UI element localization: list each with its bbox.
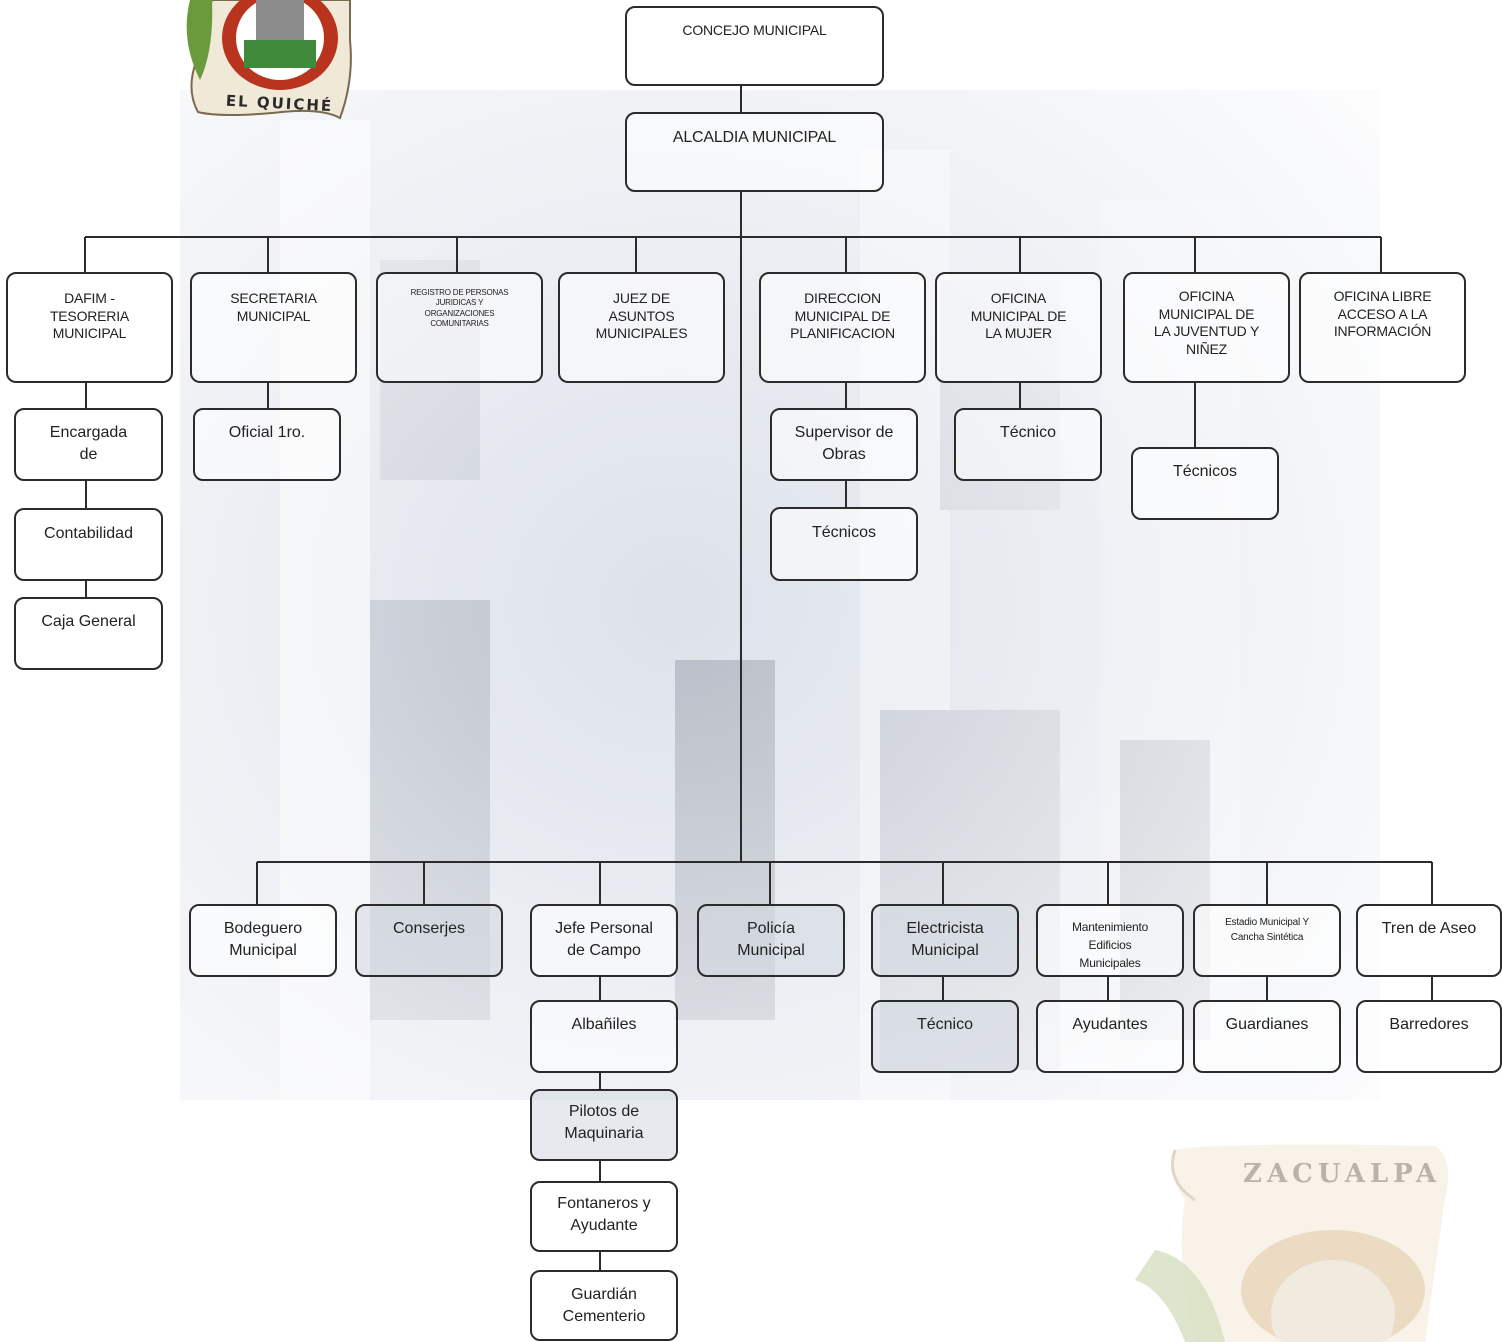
contabilidad-box: Contabilidad: [14, 508, 163, 581]
albaniles-label: Albañiles: [571, 1016, 637, 1033]
oficina-juventud-box: OFICINA MUNICIPAL DE LA JUVENTUD Y NIÑEZ: [1123, 272, 1290, 383]
registro-personas-label: REGISTRO DE PERSONAS JURIDICAS Y ORGANIZ…: [410, 288, 509, 329]
planificacion-tecnicos-label: Técnicos: [811, 524, 877, 541]
jefe-personal-campo-label: Jefe Personal de Campo: [555, 920, 653, 959]
tren-de-aseo-box: Tren de Aseo: [1356, 904, 1502, 977]
oficina-mujer-box: OFICINA MUNICIPAL DE LA MUJER: [935, 272, 1102, 383]
conserjes-box: Conserjes: [355, 904, 503, 977]
bodeguero-municipal-label: Bodeguero Municipal: [223, 920, 303, 959]
zacualpa-seal-logo: ZACUALPA: [1135, 1144, 1449, 1342]
encargada-label: Encargada de: [49, 424, 128, 463]
el-quiche-seal-logo: EL QUICHÉ: [186, 0, 352, 120]
dafim-tesoreria-box: DAFIM - TESORERIA MUNICIPAL: [6, 272, 173, 383]
electricista-municipal-box: Electricista Municipal: [871, 904, 1019, 977]
caja-general-label: Caja General: [41, 613, 136, 630]
direccion-planificacion-label: DIRECCION MUNICIPAL DE PLANIFICACION: [790, 290, 895, 341]
tren-de-aseo-label: Tren de Aseo: [1381, 920, 1477, 937]
ayudantes-label: Ayudantes: [1072, 1016, 1148, 1033]
secretaria-municipal-label: SECRETARIA MUNICIPAL: [230, 290, 317, 324]
direccion-planificacion-box: DIRECCION MUNICIPAL DE PLANIFICACION: [759, 272, 926, 383]
oficina-juventud-label: OFICINA MUNICIPAL DE LA JUVENTUD Y NIÑEZ: [1153, 288, 1260, 357]
conserjes-label: Conserjes: [392, 920, 466, 937]
pilotos-maquinaria-label: Pilotos de Maquinaria: [564, 1103, 644, 1142]
barredores-label: Barredores: [1389, 1016, 1469, 1033]
registro-personas-box: REGISTRO DE PERSONAS JURIDICAS Y ORGANIZ…: [376, 272, 543, 383]
fontaneros-label: Fontaneros y Ayudante: [557, 1195, 651, 1234]
mujer-tecnico-label: Técnico: [999, 424, 1057, 441]
oficina-acceso-informacion-box: OFICINA LIBRE ACCESO A LA INFORMACIÓN: [1299, 272, 1466, 383]
secretaria-municipal-box: SECRETARIA MUNICIPAL: [190, 272, 357, 383]
electricista-municipal-label: Electricista Municipal: [906, 920, 984, 959]
supervisor-obras-box: Supervisor de Obras: [770, 408, 918, 481]
juez-asuntos-box: JUEZ DE ASUNTOS MUNICIPALES: [558, 272, 725, 383]
supervisor-obras-label: Supervisor de Obras: [794, 424, 894, 463]
planificacion-tecnicos-box: Técnicos: [770, 507, 918, 581]
oficina-mujer-label: OFICINA MUNICIPAL DE LA MUJER: [970, 290, 1067, 341]
juventud-tecnicos-label: Técnicos: [1172, 463, 1238, 480]
concejo-municipal-label: CONCEJO MUNICIPAL: [682, 22, 827, 38]
mantenimiento-edificios-label: Mantenimiento Edificios Municipales: [1071, 920, 1149, 970]
electricista-tecnico-label: Técnico: [916, 1016, 974, 1033]
juventud-tecnicos-box: Técnicos: [1131, 447, 1279, 520]
policia-municipal-label: Policía Municipal: [737, 920, 805, 959]
estadio-municipal-box: Estadio Municipal Y Cancha Sintética: [1193, 904, 1341, 977]
electricista-tecnico-box: Técnico: [871, 1000, 1019, 1073]
policia-municipal-box: Policía Municipal: [697, 904, 845, 977]
oficial-primero-label: Oficial 1ro.: [228, 424, 306, 441]
alcaldia-municipal-box: ALCALDIA MUNICIPAL: [625, 112, 884, 192]
concejo-municipal-box: CONCEJO MUNICIPAL: [625, 6, 884, 86]
fontaneros-box: Fontaneros y Ayudante: [530, 1181, 678, 1252]
guardian-cementerio-label: Guardián Cementerio: [562, 1286, 646, 1325]
albaniles-box: Albañiles: [530, 1000, 678, 1073]
pilotos-maquinaria-box: Pilotos de Maquinaria: [530, 1089, 678, 1161]
contabilidad-label: Contabilidad: [44, 525, 133, 542]
estadio-municipal-label: Estadio Municipal Y Cancha Sintética: [1225, 917, 1309, 943]
bodeguero-municipal-box: Bodeguero Municipal: [189, 904, 337, 977]
barredores-box: Barredores: [1356, 1000, 1502, 1073]
mujer-tecnico-box: Técnico: [954, 408, 1102, 481]
guardianes-box: Guardianes: [1193, 1000, 1341, 1073]
jefe-personal-campo-box: Jefe Personal de Campo: [530, 904, 678, 977]
alcaldia-municipal-label: ALCALDIA MUNICIPAL: [672, 129, 837, 146]
juez-asuntos-label: JUEZ DE ASUNTOS MUNICIPALES: [595, 290, 688, 341]
dafim-tesoreria-label: DAFIM - TESORERIA MUNICIPAL: [49, 290, 130, 341]
oficial-primero-box: Oficial 1ro.: [193, 408, 341, 481]
svg-text:ZACUALPA: ZACUALPA: [1243, 1159, 1441, 1189]
ayudantes-box: Ayudantes: [1036, 1000, 1184, 1073]
encargada-box: Encargada de: [14, 408, 163, 481]
guardianes-label: Guardianes: [1225, 1016, 1309, 1033]
mantenimiento-edificios-box: Mantenimiento Edificios Municipales: [1036, 904, 1184, 977]
guardian-cementerio-box: Guardián Cementerio: [530, 1270, 678, 1341]
caja-general-box: Caja General: [14, 597, 163, 670]
oficina-acceso-informacion-label: OFICINA LIBRE ACCESO A LA INFORMACIÓN: [1333, 288, 1432, 339]
